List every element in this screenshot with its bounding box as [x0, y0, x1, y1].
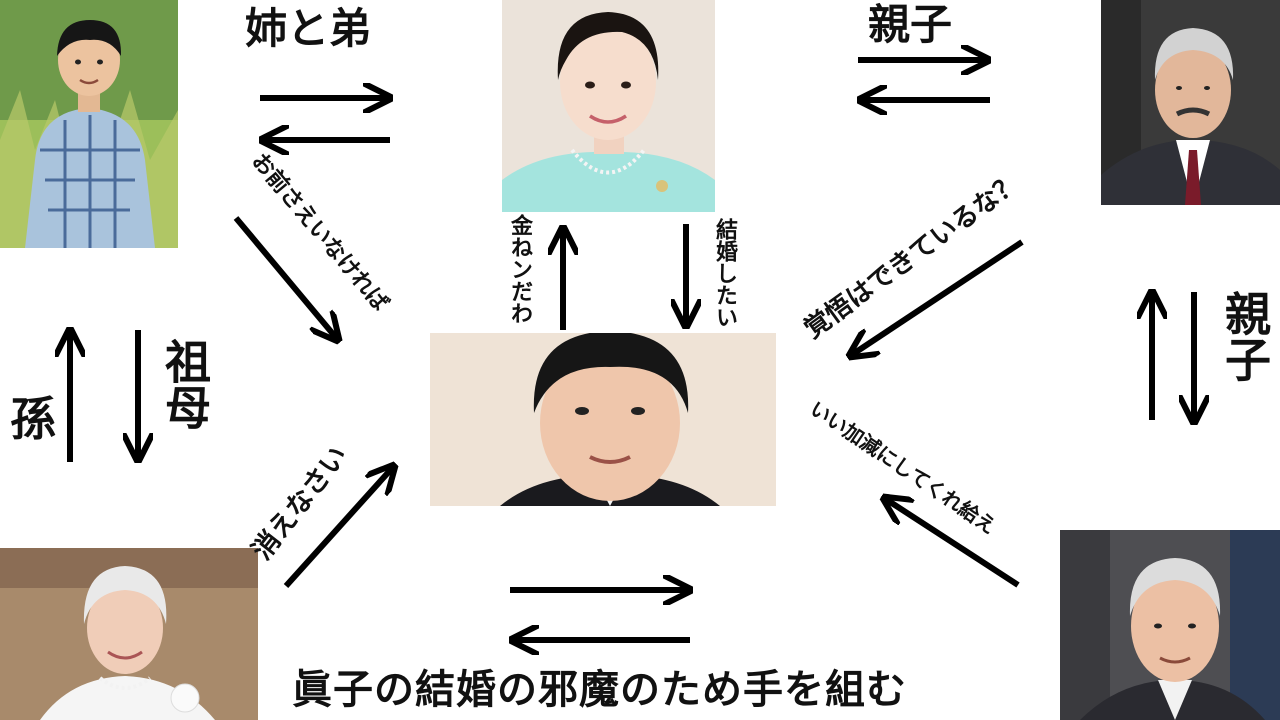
- grandchild-label: 孫: [10, 392, 56, 446]
- bottom-caption: 眞子の結婚の邪魔のため手を組む: [292, 667, 907, 713]
- arrow-grandmother-to-center: [283, 466, 394, 589]
- siblings-label: 姉と弟: [245, 4, 372, 53]
- grandmother-photo: [0, 548, 258, 720]
- fiance-photo: [430, 333, 776, 506]
- parent-child-top-label: 親子: [868, 0, 953, 49]
- quote-to-princess: 金ねンだわ: [507, 214, 532, 324]
- grandmother-label: 祖母: [158, 338, 212, 430]
- princess-photo: [502, 0, 715, 212]
- grandfather-photo: [1060, 530, 1280, 720]
- father-photo: [1101, 0, 1280, 205]
- quote-princess-to-center: 結婚したい: [712, 218, 737, 328]
- arrow-grandfather-to-center: [884, 498, 1020, 588]
- parent-child-right-label: 親子: [1218, 290, 1272, 382]
- arrow-boy-to-center: [233, 216, 338, 340]
- arrow-father-to-center: [850, 239, 1024, 356]
- boy-photo: [0, 0, 178, 248]
